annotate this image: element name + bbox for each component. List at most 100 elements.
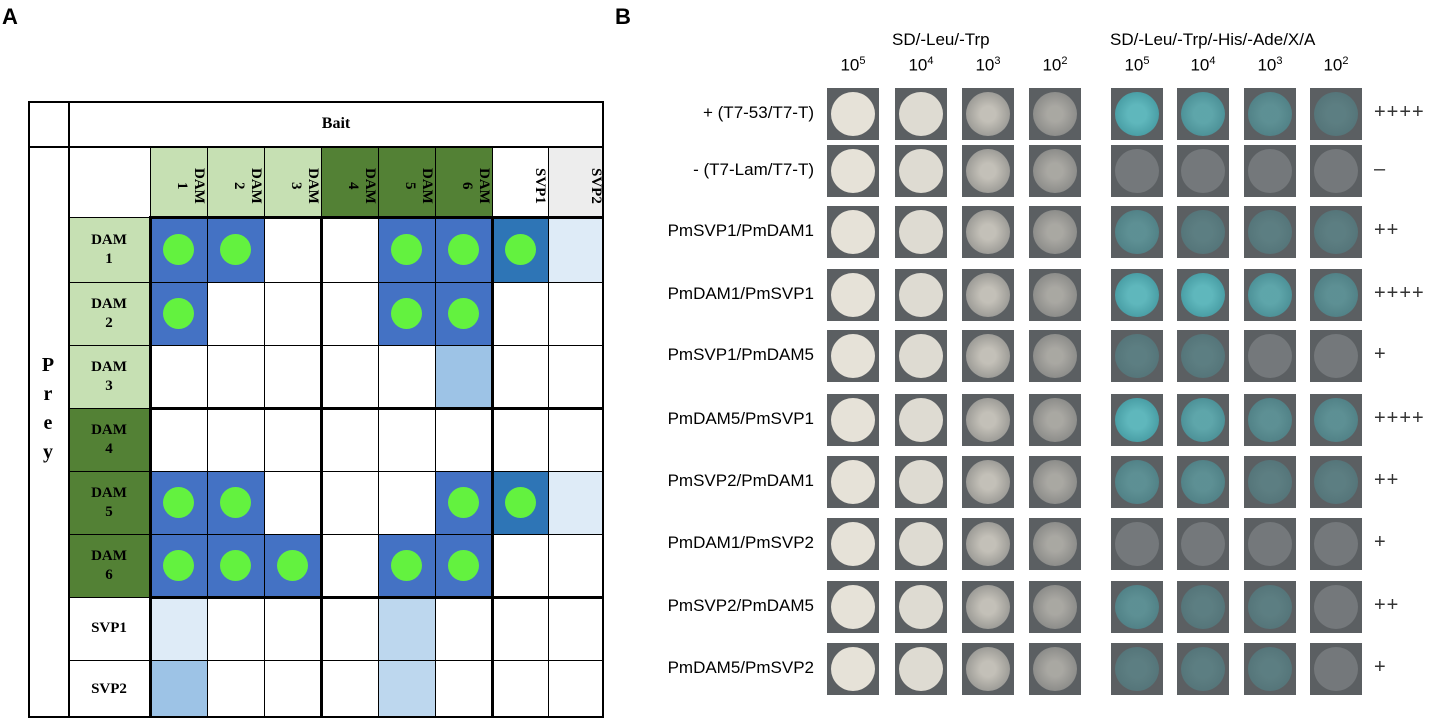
spot-tile (1244, 206, 1296, 258)
colony-spot (1033, 398, 1077, 442)
interaction-dot (448, 234, 479, 265)
spot-tile (1244, 330, 1296, 382)
row-header-bg (68, 282, 150, 345)
spot-tile (1177, 269, 1229, 321)
interaction-cell (150, 660, 207, 718)
colony-spot (1248, 149, 1292, 193)
spot-tile (962, 269, 1014, 321)
colony-spot (1181, 149, 1225, 193)
thick-separator (149, 216, 152, 718)
colony-spot (1314, 398, 1358, 442)
column-header: DAM 3 (288, 167, 321, 204)
dilution-label: 103 (1244, 55, 1296, 76)
spot-tile (895, 269, 947, 321)
colony-spot (1115, 273, 1159, 317)
spot-tile (1244, 581, 1296, 633)
colony-spot (1033, 334, 1077, 378)
thick-separator (149, 407, 604, 410)
colony-spot (899, 647, 943, 691)
grid-line (68, 660, 604, 661)
column-header-bg (378, 146, 435, 217)
row-header-bg (68, 217, 150, 282)
dilution-base: 10 (1124, 55, 1144, 75)
spot-tile (1111, 330, 1163, 382)
colony-spot (1248, 334, 1292, 378)
colony-spot (1314, 92, 1358, 136)
colony-spot (831, 647, 875, 691)
colony-spot (899, 460, 943, 504)
dilution-label: 102 (1310, 55, 1362, 76)
row-header-bg (68, 660, 150, 718)
colony-spot (966, 398, 1010, 442)
spot-tile (1029, 269, 1081, 321)
dilution-label: 102 (1029, 55, 1081, 76)
dilution-label: 103 (962, 55, 1014, 76)
colony-spot (831, 273, 875, 317)
thick-separator (149, 596, 604, 599)
strain-label: + (T7-53/T7-T) (703, 103, 814, 122)
strain-label: PmDAM5/PmSVP1 (667, 409, 814, 428)
spot-tile (1310, 643, 1362, 695)
colony-spot (1181, 398, 1225, 442)
colony-spot (966, 273, 1010, 317)
row-header: SVP2 (91, 680, 127, 697)
colony-spot (1115, 210, 1159, 254)
interaction-dot (504, 487, 536, 518)
spot-tile (1244, 456, 1296, 508)
spot-tile (1029, 206, 1081, 258)
colony-spot (831, 149, 875, 193)
spot-tile (1244, 518, 1296, 570)
colony-spot (1181, 647, 1225, 691)
spot-tile (1310, 145, 1362, 197)
colony-spot (899, 210, 943, 254)
spot-tile (827, 269, 879, 321)
colony-spot (899, 92, 943, 136)
spot-tile (1310, 206, 1362, 258)
grid-line (28, 716, 604, 718)
colony-spot (966, 92, 1010, 136)
interaction-cell (548, 217, 604, 282)
spot-tile (895, 330, 947, 382)
spot-tile (1177, 394, 1229, 446)
grid-line (68, 471, 604, 472)
spot-tile (962, 206, 1014, 258)
strain-label: PmDAM5/PmSVP2 (667, 658, 814, 677)
colony-spot (1181, 273, 1225, 317)
colony-spot (1115, 585, 1159, 629)
column-header: DAM 2 (231, 167, 264, 204)
column-header-bg (321, 146, 378, 217)
grid-line (264, 146, 265, 718)
dilution-exponent: 3 (994, 55, 1001, 67)
colony-spot (899, 522, 943, 566)
spot-tile (1310, 581, 1362, 633)
colony-spot (831, 398, 875, 442)
dilution-label: 105 (1111, 55, 1163, 76)
spot-tile (895, 145, 947, 197)
spot-tile (1244, 643, 1296, 695)
colony-spot (1033, 92, 1077, 136)
colony-spot (1115, 522, 1159, 566)
spot-tile (895, 88, 947, 140)
colony-spot (1033, 273, 1077, 317)
colony-spot (831, 585, 875, 629)
spot-tile (1310, 518, 1362, 570)
right-medium-header: SD/-Leu/-Trp/-His/-Ade/X/A (1110, 30, 1316, 49)
panel-a-letter: A (2, 4, 18, 29)
colony-spot (1181, 460, 1225, 504)
row-header-bg (68, 345, 150, 408)
column-header-bg (264, 146, 321, 217)
bait-title: Bait (321, 115, 351, 132)
panel-b-letter: B (615, 4, 631, 29)
colony-spot (1248, 398, 1292, 442)
spot-tile (1111, 581, 1163, 633)
spot-tile (1177, 643, 1229, 695)
spot-tile (1111, 643, 1163, 695)
spot-tile (962, 581, 1014, 633)
colony-spot (1115, 92, 1159, 136)
colony-spot (1314, 149, 1358, 193)
spot-tile (827, 643, 879, 695)
spot-tile (1310, 456, 1362, 508)
spot-tile (1029, 145, 1081, 197)
colony-spot (1033, 460, 1077, 504)
dilution-base: 10 (908, 55, 928, 75)
